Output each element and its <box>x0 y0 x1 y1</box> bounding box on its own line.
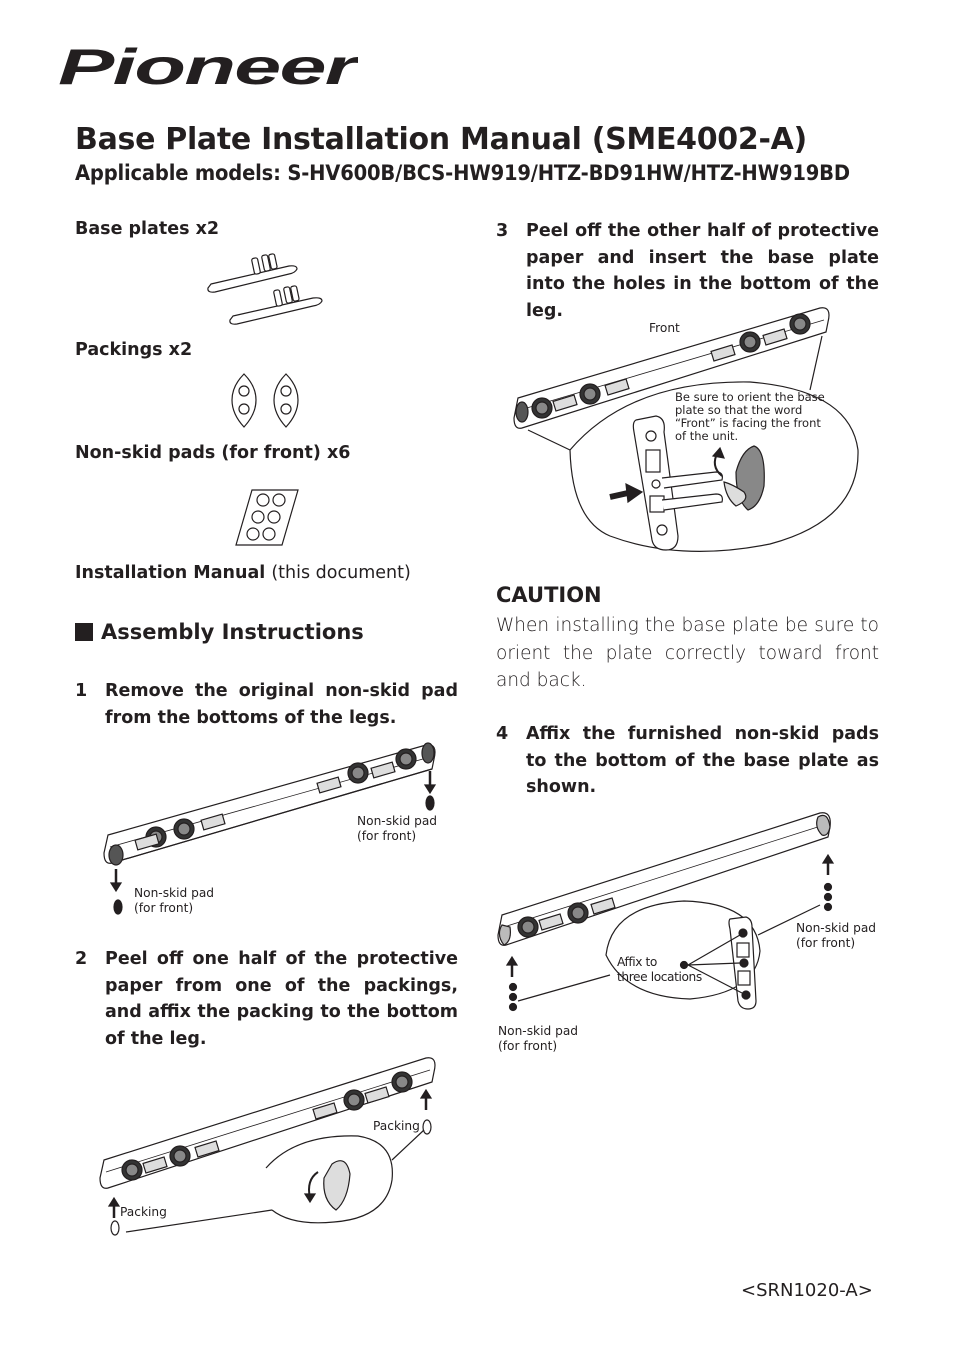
step-1-number: 1 <box>75 681 88 701</box>
heading-square-icon <box>75 623 93 641</box>
packings-illustration <box>226 372 306 434</box>
pioneer-logo: Pioneer <box>58 39 363 95</box>
step-3: 3 Peel off the other half of protective … <box>496 218 879 324</box>
caution-heading: CAUTION <box>496 583 602 607</box>
caution-text: When installing the base plate be sure t… <box>496 615 879 691</box>
figure-1-pad-right: Non-skid pad (for front) <box>357 814 437 844</box>
note-line: plate so that the word <box>675 403 803 417</box>
caption-line: Non-skid pad <box>498 1024 579 1038</box>
packings-label: Packings x2 <box>75 340 193 360</box>
figure-1 <box>96 735 456 924</box>
step-4: 4 Affix the furnished non-skid pads to t… <box>496 721 879 801</box>
step-4-text: Affix the furnished non-skid pads to the… <box>526 724 879 797</box>
assembly-heading-text: Assembly Instructions <box>101 620 364 644</box>
figure-3-note: Be sure to orient the base plate so that… <box>675 391 825 443</box>
figure-3-front-label: Front <box>649 321 680 335</box>
step-3-number: 3 <box>496 221 509 241</box>
figure-2-packing-left: Packing <box>120 1205 167 1219</box>
caption-line: (for front) <box>498 1039 558 1053</box>
figure-3 <box>510 300 870 564</box>
caption-line: Affix to <box>617 955 657 969</box>
note-line: Be sure to orient the base <box>675 390 825 404</box>
caption-line: Non-skid pad <box>357 814 438 828</box>
step-1: 1 Remove the original non-skid pad from … <box>75 678 458 731</box>
figure-4 <box>494 805 854 1024</box>
assembly-heading: Assembly Instructions <box>75 620 364 644</box>
caption-line: Non-skid pad <box>796 921 877 935</box>
page-title: Base Plate Installation Manual (SME4002-… <box>75 122 807 157</box>
speaker-bar <box>103 742 436 866</box>
step-3-text: Peel off the other half of protective pa… <box>526 221 879 321</box>
figure-2 <box>96 1050 456 1244</box>
figure-4-pad-left: Non-skid pad (for front) <box>498 1024 578 1054</box>
step-2-number: 2 <box>75 949 88 969</box>
step-2-text: Peel off one half of the protective pape… <box>105 949 458 1049</box>
note-line: of the unit. <box>675 429 739 443</box>
caption-line: Non-skid pad <box>134 886 215 900</box>
note-line: “Front” is facing the front <box>675 416 821 430</box>
caption-line: three locations <box>617 970 702 984</box>
figure-4-pad-right: Non-skid pad (for front) <box>796 921 876 951</box>
step-4-number: 4 <box>496 724 509 744</box>
manual-bold: Installation Manual <box>75 563 266 583</box>
base-plates-label: Base plates x2 <box>75 219 220 239</box>
caption-line: (for front) <box>134 901 194 915</box>
step-1-text: Remove the original non-skid pad from th… <box>105 681 458 728</box>
installation-manual-label: Installation Manual (this document) <box>75 563 411 583</box>
caption-line: (for front) <box>357 829 417 843</box>
step-2: 2 Peel off one half of the protective pa… <box>75 946 458 1052</box>
figure-2-packing-right: Packing <box>373 1119 420 1133</box>
document-id: <SRN1020-A> <box>741 1280 873 1301</box>
non-skid-pads-label: Non-skid pads (for front) x6 <box>75 443 351 463</box>
base-plates-illustration <box>205 252 335 331</box>
figure-1-pad-left: Non-skid pad (for front) <box>134 886 214 916</box>
caption-line: (for front) <box>796 936 856 950</box>
page-subtitle: Applicable models: S-HV600B/BCS-HW919/HT… <box>75 161 850 185</box>
manual-note: (this document) <box>271 563 411 583</box>
figure-4-affix-note: Affix to three locations <box>617 955 702 985</box>
logo-text: Pioneer <box>58 42 358 92</box>
non-skid-pads-illustration <box>232 488 302 552</box>
